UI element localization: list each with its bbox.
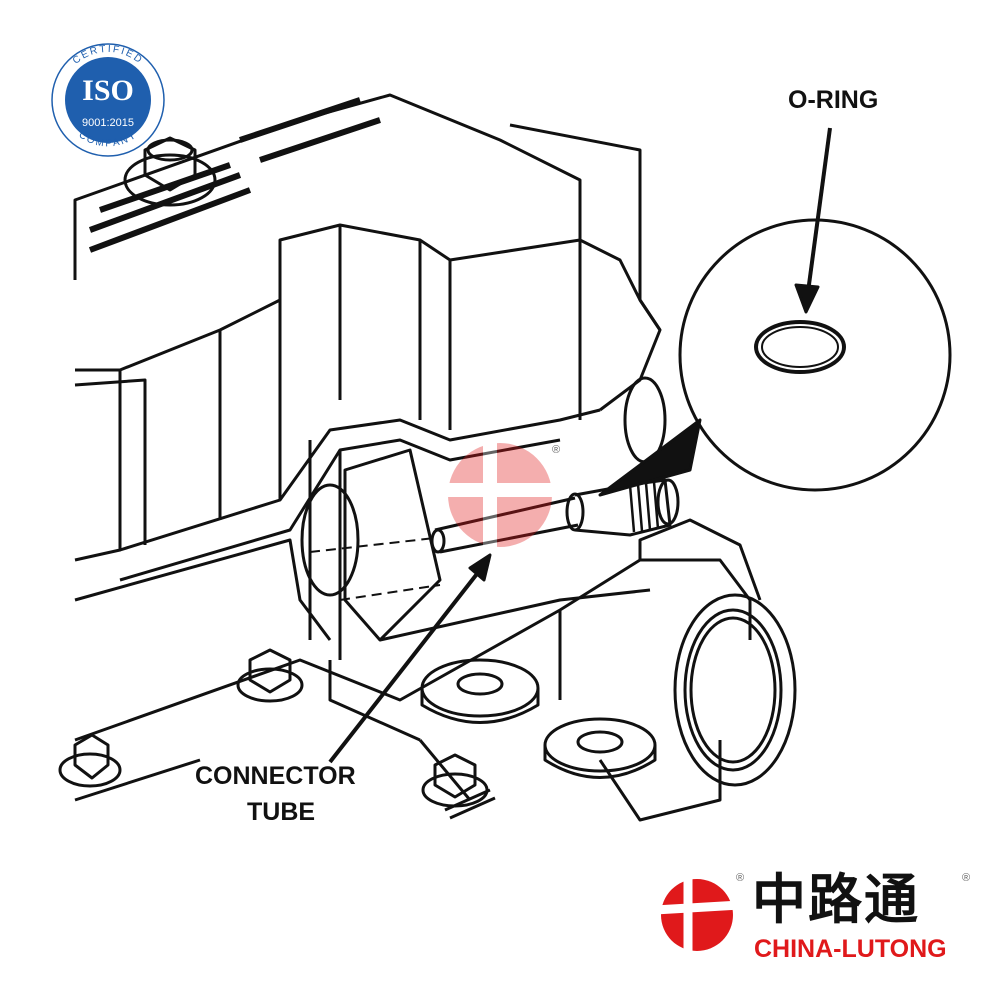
brand-english-name: CHINA-LUTONG	[754, 935, 947, 963]
watermark-registered-mark: ®	[552, 444, 561, 456]
registered-mark: ®	[962, 872, 971, 884]
iso-badge: ISO 9001:2015 CERTIFIED COMPANY	[51, 43, 165, 157]
registered-mark: ®	[736, 872, 745, 884]
o-ring-label: O-RING	[788, 86, 879, 114]
tube-label: TUBE	[247, 798, 316, 826]
iso-standard: 9001:2015	[82, 117, 134, 129]
iso-text: ISO	[82, 74, 134, 107]
connector-label: CONNECTOR	[195, 762, 356, 790]
brand-logo-icon	[654, 875, 741, 955]
brand-chinese-name: 中路通	[752, 868, 920, 931]
